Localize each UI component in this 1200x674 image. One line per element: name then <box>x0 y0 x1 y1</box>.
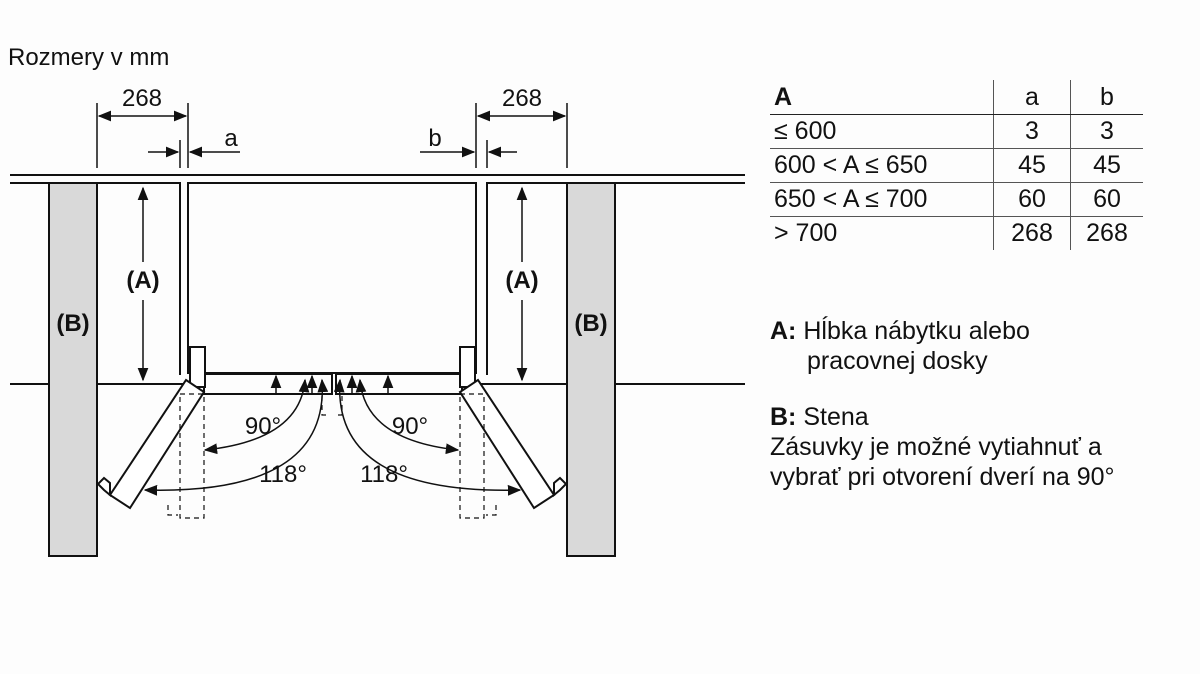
dimensions-table: A a b ≤ 600 3 3 600 < A ≤ 650 45 45 650 … <box>770 80 1143 250</box>
refrigerator-body <box>187 182 477 374</box>
table-cell: > 700 <box>774 219 838 247</box>
angle-118-right-label: 118° <box>360 461 408 488</box>
wall-right <box>566 182 616 557</box>
depth-label-left: (A) <box>126 267 159 294</box>
door-90-positions <box>167 393 497 519</box>
floor-plan-diagram: 268 268 a b (A) (A) (B) (B) 90° 90° 118°… <box>10 85 745 557</box>
angle-arcs <box>143 378 522 496</box>
table-header-row: A a b <box>770 80 1143 115</box>
legend-note-line1: Zásuvky je možné vytiahnuť a <box>770 433 1102 461</box>
drawer-pull-arrows <box>270 374 394 395</box>
table-cell: 45 <box>1070 148 1143 183</box>
wall-label-left: (B) <box>56 310 89 337</box>
table-cell: 45 <box>993 148 1071 183</box>
table-cell: 3 <box>993 114 1071 149</box>
dimension-label-right: 268 <box>502 85 542 112</box>
wall-left <box>48 182 98 557</box>
table-cell: 650 < A ≤ 700 <box>770 182 994 217</box>
legend-a-text1: Hĺbka nábytku alebo <box>803 317 1030 345</box>
table-row: 600 < A ≤ 650 45 45 <box>770 148 1143 183</box>
wall-label-right: (B) <box>574 310 607 337</box>
table-header-gap-b: b <box>1070 80 1143 115</box>
legend-b-line1: B: Stena <box>770 402 1115 432</box>
cabinet-right <box>486 182 567 375</box>
table-row: 650 < A ≤ 700 60 60 <box>770 182 1143 217</box>
table-cell: 268 <box>993 216 1071 250</box>
table-header-gap-a: a <box>993 80 1071 115</box>
table-cell: 3 <box>1070 114 1143 149</box>
table-row: ≤ 600 3 3 <box>770 114 1143 149</box>
legend-b-key: B: <box>770 403 797 431</box>
legend-a: A: Hĺbka nábytku alebo pracovnej dosky <box>770 316 1030 376</box>
table-cell: 60 <box>1070 182 1143 217</box>
legend-note-line2: vybrať pri otvorení dverí na 90° <box>770 463 1115 491</box>
drawers <box>203 373 463 395</box>
legend-b-text1: Stena <box>803 403 869 431</box>
table-header-a: A <box>770 80 994 115</box>
depth-label-right: (A) <box>505 267 538 294</box>
table-cell: ≤ 600 <box>770 114 994 149</box>
table-row: > 700 268 268 <box>770 216 1143 250</box>
legend-b: B: Stena Zásuvky je možné vytiahnuť a vy… <box>770 402 1115 492</box>
legend-a-key: A: <box>770 317 797 345</box>
depth-arrows <box>137 186 528 382</box>
table-cell: 60 <box>993 182 1071 217</box>
angle-90-right-label: 90° <box>392 413 428 440</box>
dimension-label-left: 268 <box>122 85 162 112</box>
worktop-lines <box>10 174 745 385</box>
legend-a-text2: pracovnej dosky <box>807 347 988 375</box>
gap-label-b: b <box>428 125 441 152</box>
table-cell: 600 < A ≤ 650 <box>770 148 994 183</box>
table-cell: 268 <box>1070 216 1143 250</box>
cabinet-left <box>97 182 181 375</box>
angle-90-left-label: 90° <box>245 413 281 440</box>
angle-118-left-label: 118° <box>259 461 307 488</box>
page-title: Rozmery v mm <box>8 44 170 71</box>
dimension-lines <box>96 103 568 168</box>
legend-a-line1: A: Hĺbka nábytku alebo <box>770 316 1030 346</box>
gap-label-a: a <box>224 125 238 152</box>
